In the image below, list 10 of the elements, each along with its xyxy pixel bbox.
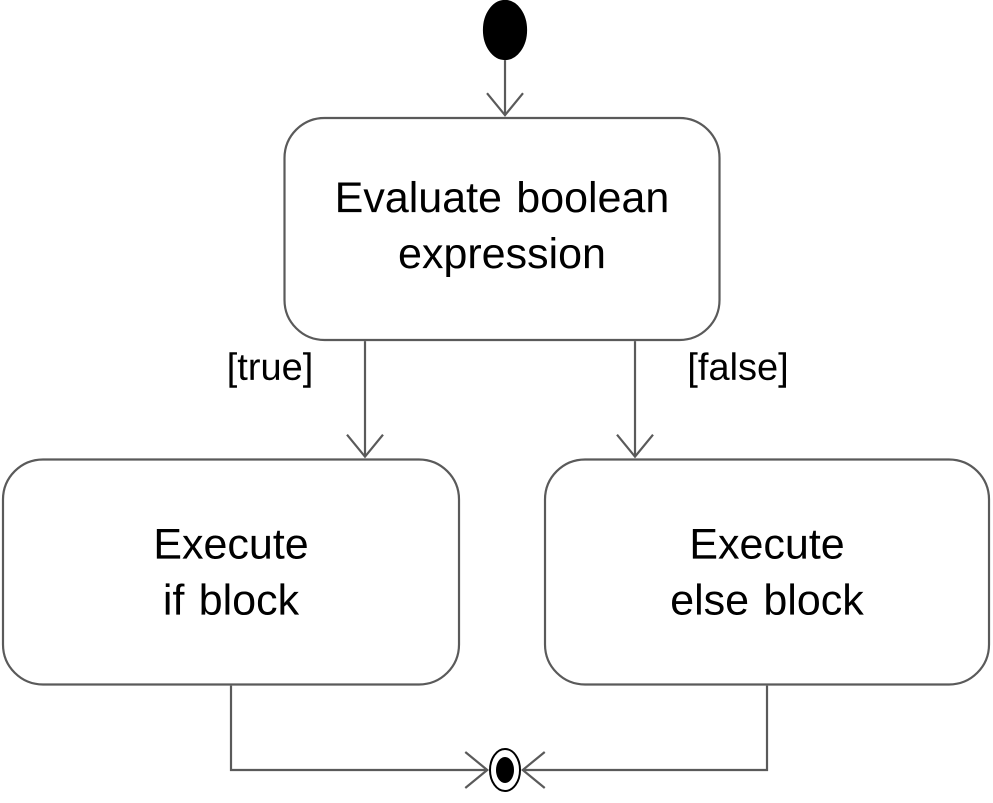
arrow [521,686,768,789]
action-box: Evaluate boolean expression [283,116,721,342]
arrow [346,341,384,458]
action-box: Execute if block [2,458,460,686]
edge-label: [true] [224,350,316,390]
edge-label: [false] [685,350,791,390]
arrow [616,341,654,458]
action-box: Execute else block [544,458,990,686]
arrow [230,686,489,789]
end-bullseye [489,748,521,792]
